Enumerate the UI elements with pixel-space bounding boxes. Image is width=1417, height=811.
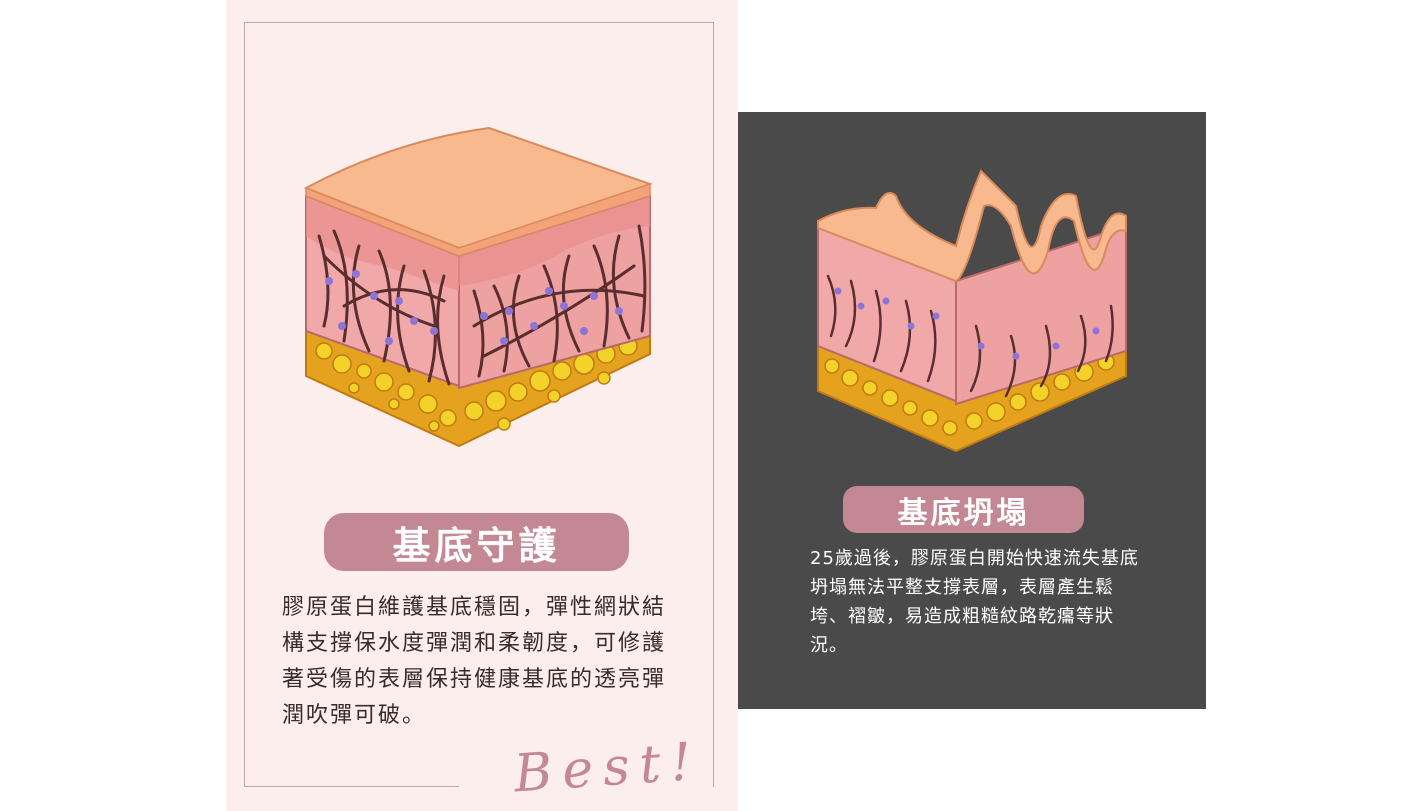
fat-cells [824,353,1115,436]
epidermis-side [459,196,650,286]
collapsed-description: 25歲過後，膠原蛋白開始快速流失基底坍塌無法平整支撐表層，表層產生鬆垮、褶皺，易… [810,548,1139,656]
skin-surface-edge [305,182,651,257]
collapsed-skin-illustration [817,169,1127,452]
card-frame [244,22,714,787]
frame-right-line [713,740,714,787]
epidermis-front [306,196,459,291]
fat-cells [315,336,638,432]
cell-dots [834,287,1100,360]
healthy-title-badge: 基底守護 [324,513,629,571]
cell-dots [325,270,623,345]
collagen-fibers [826,274,1114,398]
collapsed-skin-card: 基底坍塌 25歲過後，膠原蛋白開始快速流失基底坍塌無法平整支撐表層，表層產生鬆垮… [738,112,1206,709]
healthy-description: 膠原蛋白維護基底穩固，彈性網狀結構支撐保水度彈潤和柔韌度，可修護著受傷的表層保持… [282,595,667,728]
frame-bottom-line [244,786,459,787]
collapsed-title-badge: 基底坍塌 [843,486,1084,533]
collagen-fibers [317,224,647,386]
healthy-skin-card: 基底守護 膠原蛋白維護基底穩固，彈性網狀結構支撐保水度彈潤和柔韌度，可修護著受傷… [226,0,738,811]
healthy-skin-illustration [304,126,653,448]
best-signature: Best! [512,731,704,805]
wrinkled-surface [817,169,1127,283]
